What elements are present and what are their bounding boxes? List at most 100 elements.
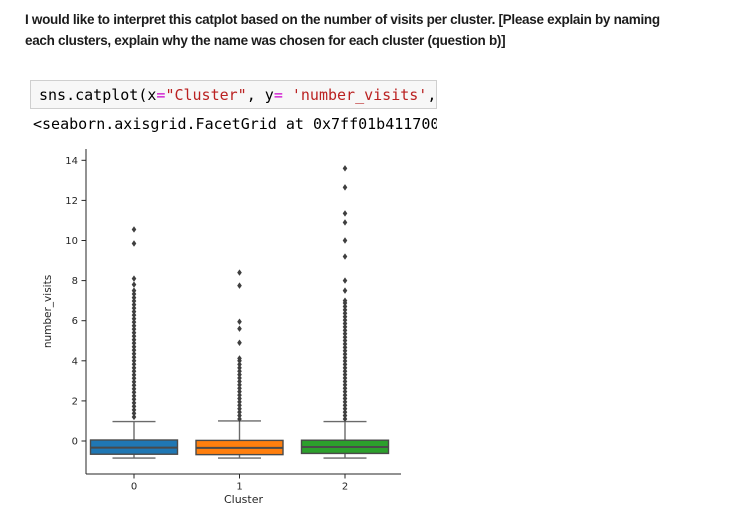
outlier-marker <box>131 364 137 372</box>
outlier-marker <box>131 346 137 354</box>
outlier-marker <box>237 381 242 389</box>
outlier-marker <box>131 322 137 329</box>
box-group-0 <box>89 226 179 459</box>
outlier-marker <box>237 408 242 416</box>
x-tick-label: 1 <box>236 482 242 493</box>
outlier-marker <box>342 327 348 334</box>
outlier-marker <box>131 343 137 350</box>
outlier-marker <box>342 415 348 423</box>
outlier-marker <box>342 364 348 372</box>
outlier-marker <box>342 219 348 226</box>
outlier-marker <box>131 226 137 233</box>
output-text: <seaborn.axisgrid.FacetGrid at 0x7ff01b4… <box>33 115 437 133</box>
outlier-marker <box>131 240 137 247</box>
outlier-marker <box>131 368 137 375</box>
output-area: <seaborn.axisgrid.FacetGrid at 0x7ff01b4… <box>33 115 437 137</box>
code-token: = <box>273 85 283 104</box>
outlier-marker <box>342 405 348 412</box>
outlier-marker <box>131 301 137 308</box>
code-token <box>283 86 292 104</box>
outlier-marker <box>342 184 348 191</box>
outlier-marker <box>237 405 242 412</box>
outlier-marker <box>342 323 348 331</box>
outlier-marker <box>237 361 242 368</box>
y-tick-label: 10 <box>65 236 78 247</box>
outlier-marker <box>131 371 137 379</box>
question-text: I would like to interpret this catplot b… <box>25 9 660 51</box>
outlier-marker <box>342 357 348 365</box>
outlier-marker <box>342 237 348 244</box>
outlier-marker <box>131 385 137 393</box>
code-cell[interactable]: sns.catplot(x="Cluster", y= 'number_visi… <box>30 80 437 109</box>
outlier-marker <box>237 371 242 378</box>
outlier-marker <box>342 381 348 389</box>
outlier-marker <box>131 410 137 417</box>
outlier-marker <box>131 315 137 322</box>
code-token: "Cluster" <box>165 85 247 104</box>
outlier-marker <box>237 415 242 423</box>
outlier-marker <box>237 325 242 332</box>
outlier-marker <box>342 371 348 378</box>
outlier-marker <box>237 318 242 325</box>
outlier-marker <box>131 318 137 326</box>
y-tick-label: 14 <box>65 156 78 167</box>
outlier-marker <box>342 368 348 375</box>
outlier-marker <box>131 339 137 347</box>
outlier-marker <box>342 385 348 392</box>
outlier-marker <box>131 399 137 407</box>
outlier-marker <box>237 412 242 419</box>
outlier-marker <box>131 357 137 364</box>
outlier-marker <box>342 388 348 395</box>
outlier-marker <box>342 297 348 304</box>
outlier-marker <box>131 332 137 340</box>
y-axis-label: number_visits <box>42 275 54 348</box>
outlier-marker <box>131 389 137 396</box>
code-line: sns.catplot(x="Cluster", y= 'number_visi… <box>31 86 436 104</box>
outlier-marker <box>237 355 242 362</box>
outlier-marker <box>342 344 348 351</box>
outlier-marker <box>237 269 242 276</box>
outlier-marker <box>342 313 348 320</box>
outlier-marker <box>342 354 348 361</box>
outlier-marker <box>342 398 348 406</box>
outlier-marker <box>342 347 348 354</box>
x-tick-label: 0 <box>131 482 137 493</box>
outlier-marker <box>131 406 137 414</box>
outlier-marker <box>237 339 242 346</box>
outlier-marker <box>237 385 242 392</box>
outlier-marker <box>342 395 348 402</box>
outlier-marker <box>342 408 348 416</box>
outlier-marker <box>237 391 242 399</box>
outlier-marker <box>131 392 137 400</box>
outlier-marker <box>342 287 348 294</box>
code-token: , y <box>246 85 274 104</box>
outlier-marker <box>131 308 137 315</box>
outlier-marker <box>131 294 137 301</box>
y-tick-label: 12 <box>65 196 78 207</box>
outlier-marker <box>131 378 137 386</box>
outlier-marker <box>342 402 348 409</box>
outlier-marker <box>131 287 137 294</box>
outlier-marker <box>131 396 137 403</box>
y-tick-label: 0 <box>72 437 78 448</box>
outlier-marker <box>237 378 242 385</box>
outlier-marker <box>237 282 242 289</box>
outlier-marker <box>131 275 137 282</box>
outlier-marker <box>237 368 242 375</box>
box-group-1 <box>195 269 284 459</box>
outlier-marker <box>342 361 348 368</box>
outlier-marker <box>237 374 242 382</box>
x-axis-label: Cluster <box>224 493 264 506</box>
outlier-marker <box>342 253 348 260</box>
code-token: sns.catplot(x <box>39 85 157 104</box>
box-group-2 <box>300 165 390 459</box>
outlier-marker <box>342 350 348 358</box>
outlier-marker <box>342 378 348 385</box>
outlier-marker <box>342 412 348 419</box>
outlier-marker <box>131 350 137 357</box>
code-token: , <box>427 85 437 104</box>
question-line: each clusters, explain why the name was … <box>25 33 506 48</box>
outlier-marker <box>131 329 137 336</box>
